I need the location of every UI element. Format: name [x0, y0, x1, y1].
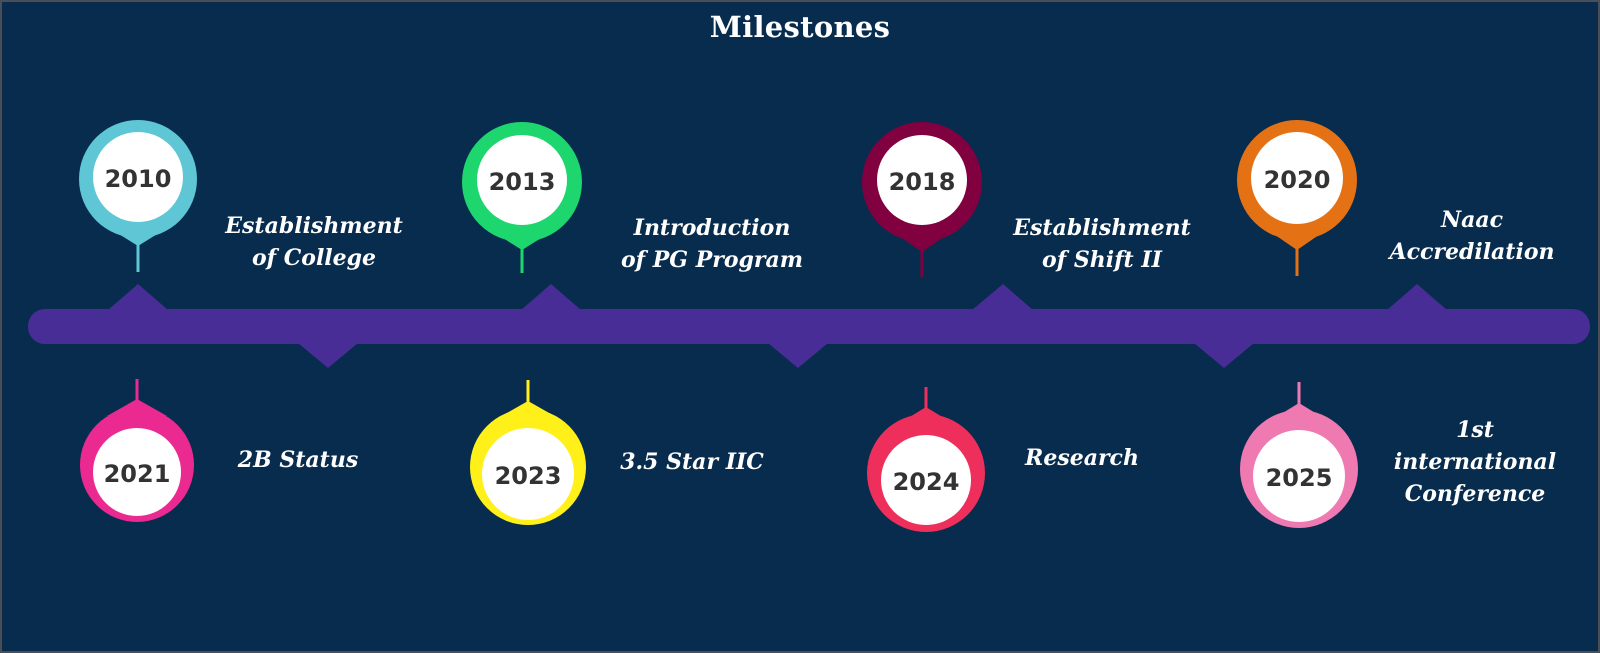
- label-line: of Shift II: [1042, 247, 1162, 273]
- milestone-label-2024: Research: [1025, 442, 1139, 474]
- label-line: of College: [251, 245, 377, 271]
- timeline-notch-down: [298, 343, 358, 368]
- year-label-2023: 2023: [494, 462, 562, 490]
- year-label-2018: 2018: [888, 168, 956, 196]
- label-line: Conference: [1404, 481, 1546, 507]
- milestone-label-2021: 2B Status: [238, 444, 358, 476]
- timeline-notch-up: [108, 284, 168, 310]
- timeline-notch-up: [1387, 284, 1447, 310]
- milestone-label-2010: Establishment of College: [225, 210, 402, 274]
- label-line: Naac: [1440, 207, 1503, 233]
- label-line: Establishment: [1013, 215, 1191, 241]
- timeline-notch-up: [521, 284, 581, 310]
- year-label-2025: 2025: [1265, 464, 1333, 492]
- milestone-label-2023: 3.5 Star IIC: [620, 446, 764, 478]
- year-label-2020: 2020: [1263, 166, 1331, 194]
- milestone-label-2020: Naac Accredilation: [1390, 204, 1555, 268]
- timeline-notch-up: [972, 284, 1033, 310]
- label-line: 3.5 Star IIC: [620, 449, 764, 475]
- timeline-bar: [28, 284, 1590, 368]
- pin-2025: [1240, 382, 1358, 528]
- year-label-2021: 2021: [103, 460, 171, 488]
- page-title: Milestones: [709, 10, 891, 44]
- label-line: 1st: [1456, 417, 1494, 443]
- label-line: 2B Status: [237, 447, 359, 473]
- label-line: of PG Program: [620, 247, 804, 273]
- milestone-label-2025: 1st international Conference: [1394, 414, 1556, 510]
- pin-2024: [867, 387, 985, 532]
- timeline-notch-down: [768, 343, 828, 368]
- label-line: international: [1393, 449, 1557, 475]
- label-line: Accredilation: [1389, 239, 1555, 265]
- pin-2010: [79, 120, 197, 272]
- label-line: Establishment: [225, 213, 403, 239]
- label-line: Research: [1025, 445, 1139, 471]
- pin-2020: [1237, 120, 1357, 276]
- pin-2018: [862, 122, 982, 277]
- milestone-label-2018: Establishment of Shift II: [1013, 212, 1190, 276]
- pin-2021: [80, 379, 194, 522]
- year-label-2010: 2010: [104, 165, 172, 193]
- milestone-label-2013: Introduction of PG Program: [621, 212, 803, 276]
- label-line: Introduction: [633, 215, 791, 241]
- year-label-2013: 2013: [488, 168, 556, 196]
- timeline-notch-down: [1194, 343, 1254, 368]
- pin-2013: [462, 122, 582, 273]
- pin-2023: [470, 380, 586, 525]
- year-label-2024: 2024: [892, 468, 960, 496]
